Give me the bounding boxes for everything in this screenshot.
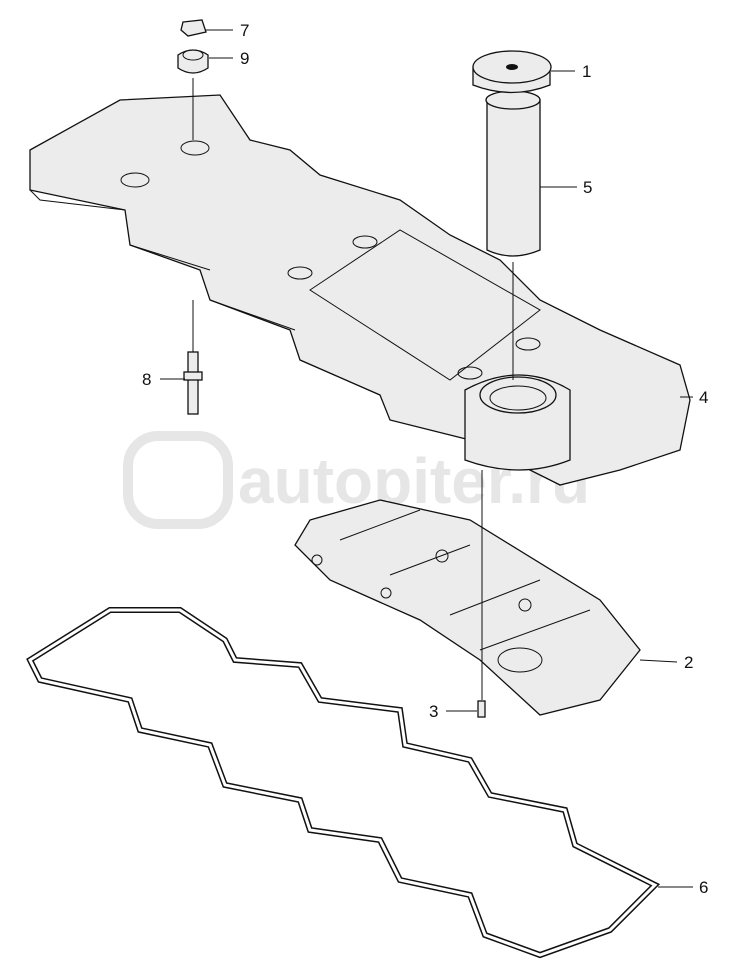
- callout-3: 3: [429, 702, 438, 721]
- gasket: [26, 607, 661, 959]
- callout-4: 4: [699, 388, 708, 407]
- cap: [472, 50, 552, 94]
- callout-5: 5: [583, 178, 592, 197]
- leader-lines: [160, 29, 693, 888]
- dowel-pin: [477, 700, 486, 718]
- callout-2: 2: [684, 653, 693, 672]
- baffle-plate: [294, 499, 641, 716]
- callout-1: 1: [582, 62, 591, 81]
- grommet: [177, 49, 209, 74]
- callout-7: 7: [240, 21, 249, 40]
- callout-6: 6: [699, 878, 708, 897]
- valve-cover: [29, 94, 691, 486]
- stud: [183, 351, 203, 415]
- nut: [180, 19, 207, 37]
- filter-element: [485, 90, 541, 257]
- callout-9: 9: [240, 49, 249, 68]
- callout-8: 8: [142, 370, 151, 389]
